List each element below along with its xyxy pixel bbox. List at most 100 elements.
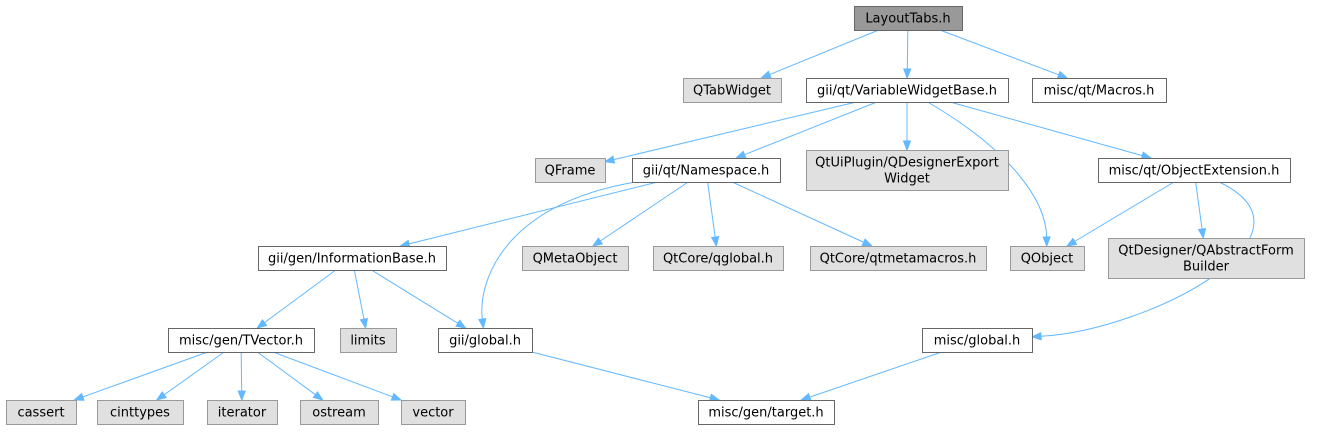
arrowhead-icon <box>760 70 772 79</box>
node-box <box>207 400 278 425</box>
edge-namespace-to-qglobal <box>707 181 720 248</box>
arrowhead-icon <box>478 318 487 330</box>
node-layouttabs[interactable]: LayoutTabs.h <box>854 6 963 31</box>
node-label: limits <box>350 334 386 349</box>
node-ostream: ostream <box>300 400 379 425</box>
node-vector: vector <box>401 400 466 425</box>
node-box <box>1108 238 1305 279</box>
node-box <box>6 400 77 425</box>
arrowhead-icon <box>1042 236 1051 248</box>
edge-namespace-to-informationbase <box>398 181 658 248</box>
node-box <box>1010 246 1085 271</box>
node-box <box>522 246 629 271</box>
node-macros[interactable]: misc/qt/Macros.h <box>1032 78 1167 103</box>
edge-line <box>371 269 459 324</box>
edge-miscglobal-to-target <box>799 351 942 401</box>
node-limits: limits <box>340 328 397 353</box>
arrowhead-icon <box>902 140 912 152</box>
edge-namespace-to-qtmetamacros <box>731 181 874 247</box>
edge-line <box>769 29 879 76</box>
node-iterator: iterator <box>207 400 278 425</box>
edge-line <box>949 101 1143 157</box>
edge-tvector-to-cinttypes <box>155 351 225 401</box>
node-label: cassert <box>17 406 64 421</box>
edge-line <box>531 351 711 399</box>
edge-giiglobal-to-target <box>531 351 721 402</box>
arrowhead-icon <box>390 392 403 401</box>
edges-layer <box>73 29 1255 402</box>
edge-line <box>613 101 857 161</box>
node-label: QtDesigner/QAbstractForm <box>1118 244 1294 259</box>
edge-layouttabs-to-qtabwidget <box>760 29 879 79</box>
edge-line <box>257 351 316 396</box>
edge-line <box>82 351 208 398</box>
edge-line <box>353 269 365 320</box>
node-box <box>806 78 1009 103</box>
arrowhead-icon <box>1140 151 1153 160</box>
node-miscglobal[interactable]: misc/global.h <box>922 328 1033 353</box>
edge-tvector-to-cassert <box>73 351 208 401</box>
edge-variablewidgetbase-to-namespace <box>734 101 878 159</box>
arrowhead-icon <box>256 318 268 329</box>
edge-line <box>481 181 636 320</box>
node-informationbase[interactable]: gii/gen/InformationBase.h <box>258 246 447 271</box>
edge-line <box>906 29 909 70</box>
edge-line <box>408 181 658 245</box>
node-label: ostream <box>312 406 366 421</box>
arrowhead-icon <box>1030 332 1042 341</box>
node-label: misc/qt/Macros.h <box>1044 84 1155 99</box>
node-label: QMetaObject <box>533 252 618 267</box>
node-box <box>1098 158 1291 183</box>
edge-variablewidgetbase-to-qframe <box>603 101 857 164</box>
node-label: gii/qt/Namespace.h <box>643 164 769 179</box>
arrowhead-icon <box>359 317 368 330</box>
edge-objectextension-to-qobject <box>1065 181 1175 247</box>
arrowhead-icon <box>73 392 85 401</box>
edge-line <box>1195 181 1203 230</box>
arrowhead-icon <box>710 236 720 248</box>
edge-informationbase-to-limits <box>353 269 368 330</box>
arrowhead-icon <box>1056 70 1069 79</box>
node-tvector[interactable]: misc/gen/TVector.h <box>168 328 315 353</box>
edge-tvector-to-vector <box>272 351 403 401</box>
node-cassert: cassert <box>6 400 77 425</box>
node-box <box>854 6 963 31</box>
node-cinttypes: cinttypes <box>97 400 184 425</box>
edge-informationbase-to-tvector <box>256 269 337 329</box>
arrowhead-icon <box>591 237 604 247</box>
node-box <box>97 400 184 425</box>
node-box <box>168 328 315 353</box>
edge-layouttabs-to-variablewidgetbase <box>903 29 912 80</box>
node-namespace[interactable]: gii/qt/Namespace.h <box>632 158 781 183</box>
node-qmetaobject: QMetaObject <box>522 246 629 271</box>
node-label: iterator <box>218 406 267 421</box>
arrowhead-icon <box>1197 228 1207 240</box>
node-label: misc/qt/ObjectExtension.h <box>1109 164 1280 179</box>
node-target[interactable]: misc/gen/target.h <box>698 400 835 425</box>
node-objectextension[interactable]: misc/qt/ObjectExtension.h <box>1098 158 1291 183</box>
node-label: gii/gen/InformationBase.h <box>268 252 436 267</box>
node-giiglobal[interactable]: gii/global.h <box>438 328 533 353</box>
node-qtmetamacros: QtCore/qtmetamacros.h <box>810 246 987 271</box>
edge-line <box>272 351 393 398</box>
node-box <box>300 400 379 425</box>
node-label: QtCore/qglobal.h <box>663 252 773 267</box>
edge-layouttabs-to-macros <box>939 29 1069 79</box>
node-label: gii/qt/VariableWidgetBase.h <box>817 84 997 99</box>
node-label: cinttypes <box>110 406 170 421</box>
arrowhead-icon <box>603 155 616 164</box>
node-box <box>698 400 835 425</box>
node-box <box>810 246 987 271</box>
node-box <box>340 328 397 353</box>
node-variablewidgetbase[interactable]: gii/qt/VariableWidgetBase.h <box>806 78 1009 103</box>
node-box <box>1032 78 1167 103</box>
node-label: QtUiPlugin/QDesignerExport <box>815 156 999 171</box>
node-box <box>535 158 606 183</box>
node-box <box>438 328 533 353</box>
arrowhead-icon <box>312 390 324 401</box>
arrowhead-icon <box>799 392 812 401</box>
arrowhead-icon <box>1065 237 1078 247</box>
